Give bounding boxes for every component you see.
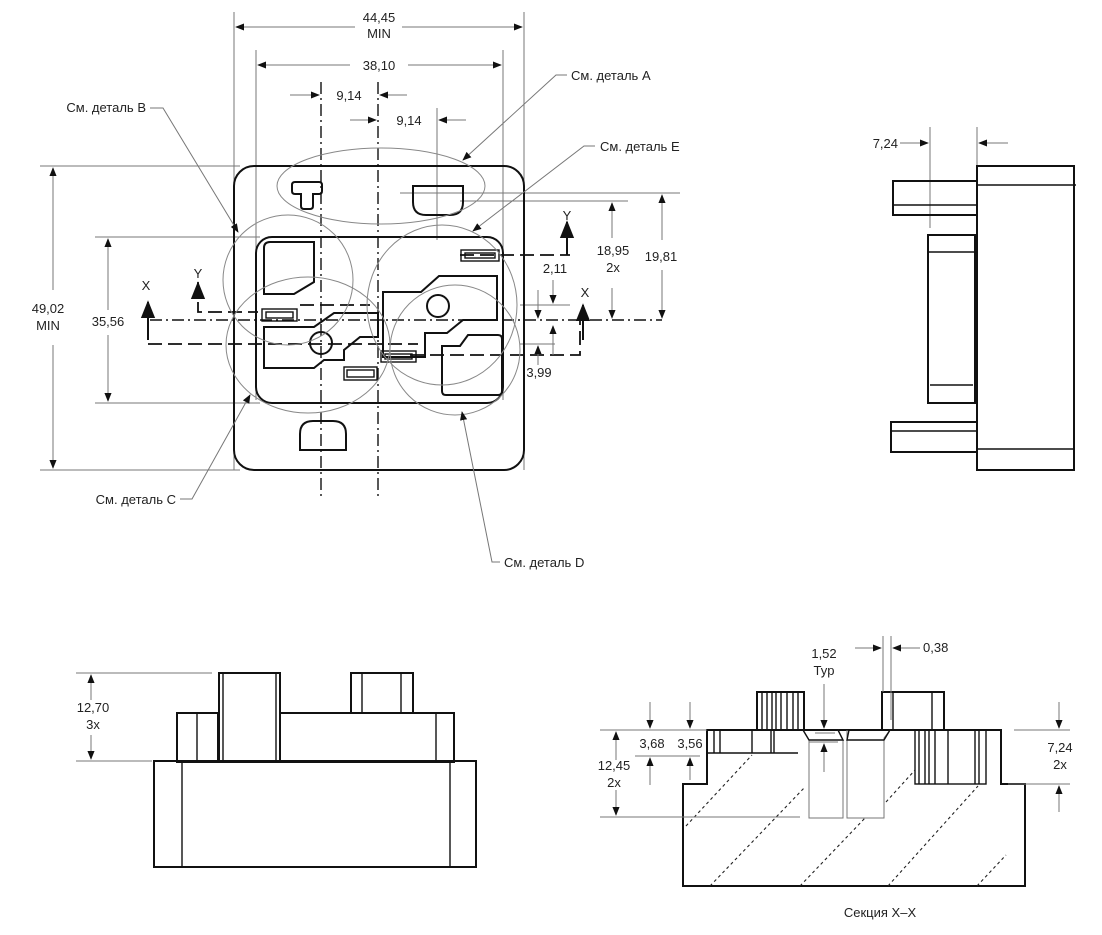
dim-section-step-a: 3,68 [639, 736, 664, 751]
connector-outer-body [233, 165, 525, 471]
dim-height-a-qualifier: 2x [606, 260, 620, 275]
bottom-base [153, 760, 477, 868]
callout-detail-a: См. деталь A [571, 68, 651, 83]
dim-bottom-pin-height: 12,70 [77, 700, 110, 715]
section-marker-y-left: Y [194, 266, 203, 281]
dim-section-gap: 0,38 [923, 640, 948, 655]
extension-lines [40, 12, 680, 471]
section-cavity-right [846, 729, 891, 819]
dim-offset-lower: 3,99 [526, 365, 551, 380]
side-recess [927, 234, 976, 404]
leader-lines [150, 74, 595, 563]
dim-pin-offset-left: 9,14 [336, 88, 361, 103]
bottom-view: 12,70 3x [76, 672, 477, 868]
dim-overall-height-qualifier: MIN [36, 318, 60, 333]
callout-detail-d: См. деталь D [504, 555, 584, 570]
section-marker-y-right: Y [563, 208, 572, 223]
dim-overall-width: 44,45 [363, 10, 396, 25]
dim-overall-width-qualifier: MIN [367, 26, 391, 41]
dim-height-a: 18,95 [597, 243, 630, 258]
pin-hole-right [426, 294, 450, 318]
side-pin-bottom [890, 421, 978, 453]
section-view: 1,52 Typ 0,38 3,68 3,56 12,45 2x 7,24 2x… [598, 636, 1073, 920]
front-view: 44,45 MIN 38,10 9,14 9,14 49,02 MIN 35,5… [32, 10, 680, 570]
key-slot-top-right [412, 185, 464, 216]
dimension-lines [49, 23, 666, 469]
bottom-pin-right [350, 672, 414, 714]
contact-pads [261, 249, 500, 381]
section-hatching [685, 754, 1007, 887]
section-view-title: Секция X–X [844, 905, 917, 920]
section-marker-x-left: X [142, 278, 151, 293]
dim-offset-small: 2,11 [543, 261, 567, 276]
dim-section-total-height: 12,45 [598, 758, 631, 773]
side-pin-top [892, 180, 978, 216]
cavity-upper-left [263, 241, 315, 295]
dim-section-step-b: 3,56 [677, 736, 702, 751]
section-arrows [140, 220, 591, 340]
callout-detail-c: См. деталь C [96, 492, 176, 507]
bottom-ledge [279, 712, 455, 763]
dim-pin-offset-right: 9,14 [396, 113, 421, 128]
callout-detail-b: См. деталь B [66, 100, 146, 115]
key-slot-top-left [291, 181, 323, 210]
section-pin-right [881, 691, 945, 731]
dim-section-total-height-qualifier: 2x [607, 775, 621, 790]
dim-side-pin-depth: 7,24 [873, 136, 898, 151]
dim-section-right-height-qualifier: 2x [1053, 757, 1067, 772]
section-cavity-left [802, 729, 844, 819]
bottom-pin-center [218, 672, 281, 763]
dim-section-right-height: 7,24 [1047, 740, 1072, 755]
dim-bottom-pin-height-qualifier: 3x [86, 717, 100, 732]
detail-circles [222, 147, 521, 416]
key-slot-bottom [299, 420, 347, 451]
dim-overall-height: 49,02 [32, 301, 65, 316]
cavity-lower-right [441, 334, 503, 396]
section-right-block [914, 729, 987, 785]
section-body [682, 729, 1026, 887]
dim-inner-height: 35,56 [92, 314, 125, 329]
section-line-x [148, 317, 581, 356]
dim-inner-width: 38,10 [363, 58, 396, 73]
side-view: 7,24 [873, 127, 1076, 471]
callout-detail-e: См. деталь E [600, 139, 680, 154]
dim-height-b: 19,81 [645, 249, 678, 264]
section-marker-x-right: X [581, 285, 590, 300]
side-body [976, 165, 1075, 471]
dim-section-chamfer-qualifier: Typ [814, 663, 835, 678]
dim-section-chamfer: 1,52 [811, 646, 836, 661]
